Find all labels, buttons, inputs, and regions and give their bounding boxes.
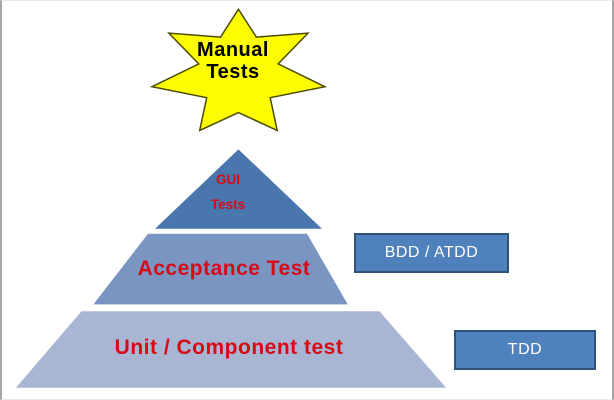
tdd-box: TDD [454, 330, 596, 370]
star-icon [149, 7, 328, 132]
pyramid-level-gui [154, 149, 322, 229]
pyramid-level-unit [15, 311, 447, 388]
pyramid-level-acceptance [93, 233, 348, 305]
bdd-atdd-label: BDD / ATDD [384, 244, 479, 261]
unit-component-test-label: Unit / Component test [114, 336, 344, 359]
gui-tests-label: GUI Tests [210, 172, 246, 212]
star-label: Manual Tests [197, 39, 269, 83]
bdd-atdd-box: BDD / ATDD [354, 233, 509, 273]
acceptance-test-label: Acceptance Test [137, 257, 311, 280]
tdd-label: TDD [507, 341, 543, 358]
